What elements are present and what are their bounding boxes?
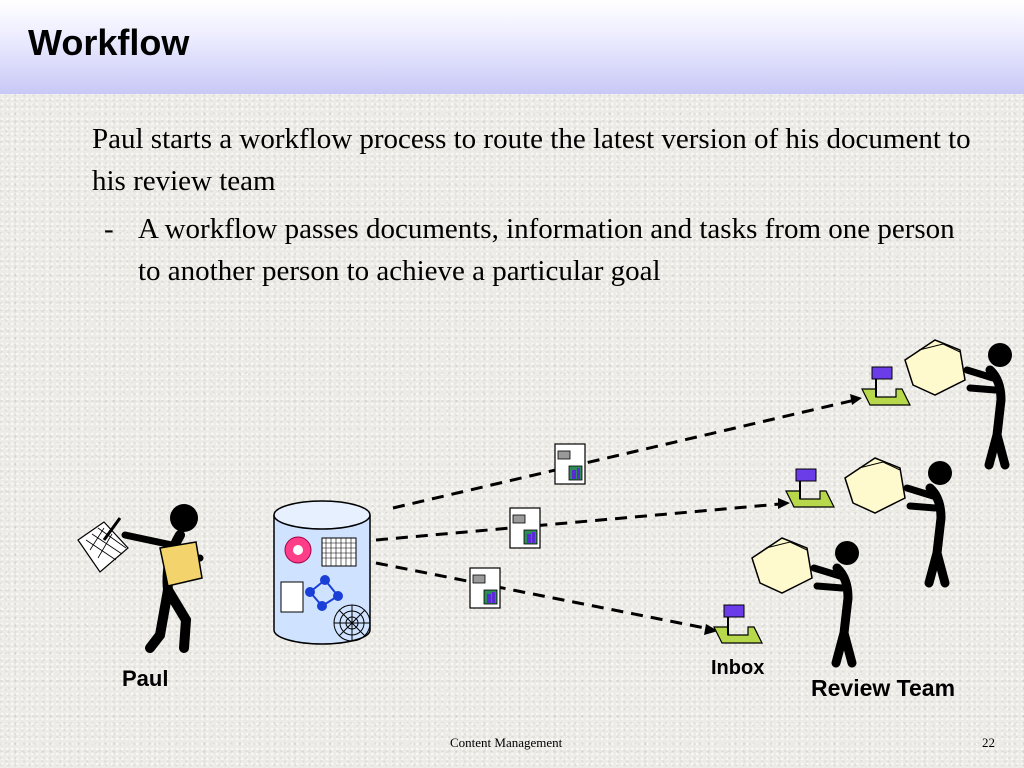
reviewer-figure-icon: [845, 458, 952, 583]
routing-arrows: [375, 398, 856, 631]
sub-point-marker: -: [104, 213, 114, 245]
arrow-heads: [704, 394, 862, 635]
document-icon: [469, 567, 501, 609]
inbox-label: Inbox: [711, 657, 765, 679]
page-number: 22: [982, 735, 995, 750]
document-icon: [554, 443, 586, 485]
paul-figure-icon: [77, 504, 204, 653]
main-point: Paul starts a workflow process to route …: [92, 123, 971, 197]
arrow-to-reviewer-1: [392, 398, 856, 510]
sub-point-text: A workflow passes documents, information…: [138, 213, 955, 287]
inbox-icon: [713, 604, 763, 644]
reviewer-figure-icon: [752, 538, 859, 663]
document-repository-icon: [273, 500, 371, 645]
slide-title: Workflow: [28, 22, 190, 63]
footer-text: Content Management: [450, 735, 563, 750]
arrow-to-reviewer-3: [375, 561, 711, 631]
inbox-icon: [785, 468, 835, 508]
title-bar: [0, 0, 1024, 94]
arrow-to-reviewer-2: [375, 502, 781, 542]
sender-label: Paul: [122, 666, 169, 691]
inbox-icon: [861, 366, 911, 406]
document-icon: [509, 507, 541, 549]
reviewer-figure-icon: [905, 340, 1012, 465]
review-team-label: Review Team: [811, 675, 956, 701]
